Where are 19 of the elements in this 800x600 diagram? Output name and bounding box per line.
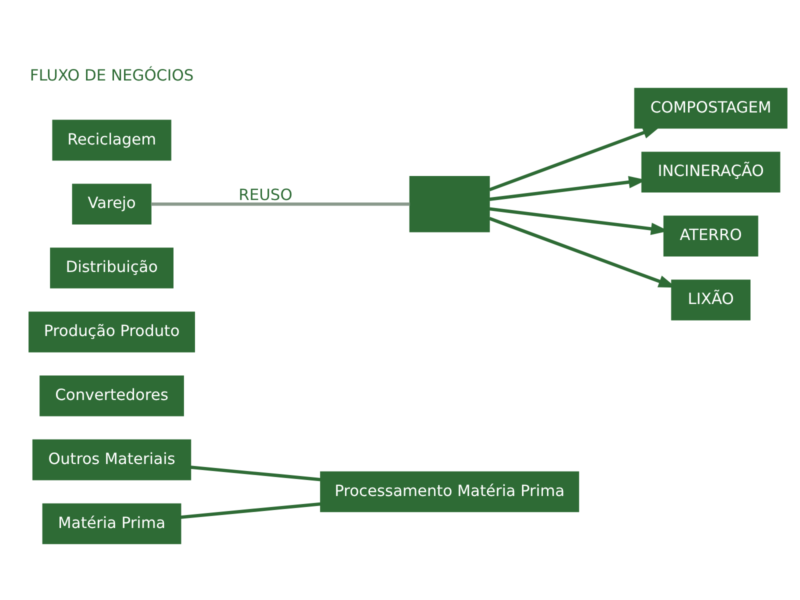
node-box: Outros Materiais xyxy=(32,439,192,480)
node-box: LIXÃO xyxy=(671,280,750,320)
node-box: Varejo xyxy=(72,184,152,224)
node-box: Produção Produto xyxy=(28,312,195,352)
node-box: Distribuição xyxy=(50,248,174,288)
node-box: COMPOSTAGEM xyxy=(634,88,788,129)
node-box: Reciclagem xyxy=(52,120,172,161)
node-box xyxy=(409,176,490,232)
connector xyxy=(190,466,321,482)
connector xyxy=(151,202,410,206)
arrow xyxy=(488,126,660,192)
node-box: Matéria Prima xyxy=(42,503,182,544)
connector xyxy=(180,502,321,519)
node-box: ATERRO xyxy=(663,216,758,256)
node-box: INCINERAÇÃO xyxy=(641,152,780,193)
label: FLUXO DE NEGÓCIOS xyxy=(30,66,194,84)
edge-label: REUSO xyxy=(238,186,292,204)
node-box: Convertedores xyxy=(40,376,184,416)
node-box: Processamento Matéria Prima xyxy=(320,471,580,512)
